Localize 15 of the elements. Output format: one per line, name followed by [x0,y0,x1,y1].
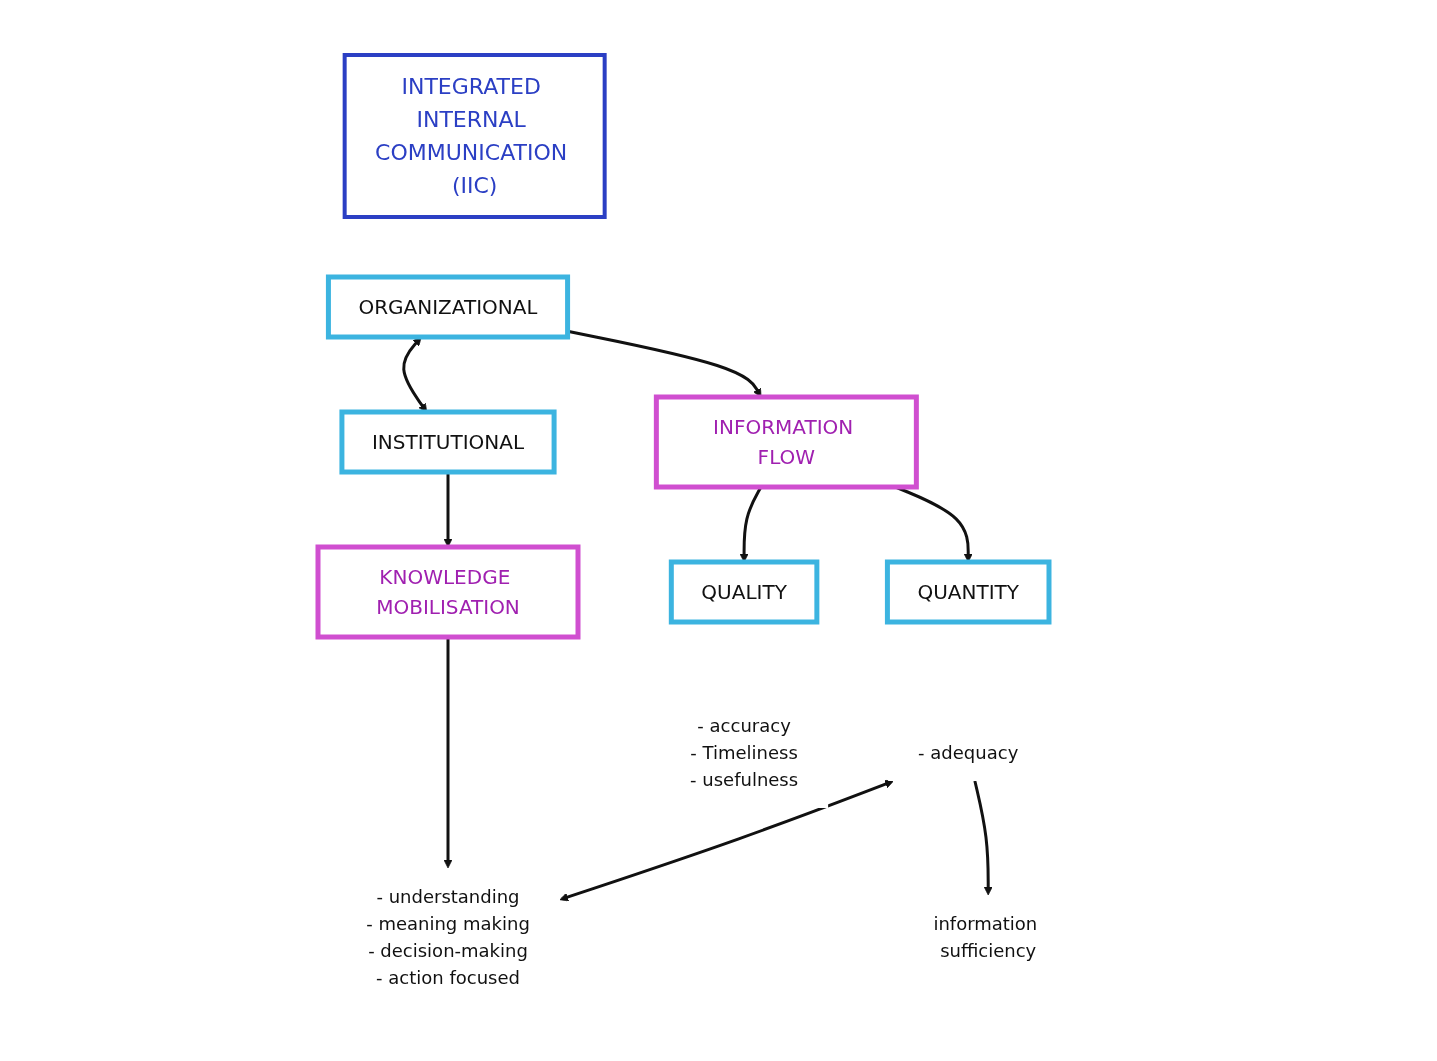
node-box: INTEGRATED INTERNAL COMMUNICATION (IIC) [343,53,608,219]
node-box: INFORMATION FLOW [654,394,920,490]
node-box: ORGANIZATIONAL [326,274,571,340]
node-text: - adequacy [918,742,1019,763]
node-text: information sufficiency [933,913,1038,961]
node-label: - usefulness [690,769,799,790]
node-label: - Timeliness [690,742,799,763]
arrow [559,779,895,902]
node-text: - understanding - meaning making - decision-making - action focused [366,886,531,988]
node-box: KNOWLEDGE MOBILISATION [315,544,581,640]
node-box: INSTITUTIONAL [339,409,557,475]
node-box: QUALITY [669,559,820,625]
node-box: QUANTITY [885,559,1052,625]
arrow [973,780,993,896]
node-label: - accuracy [697,715,792,736]
